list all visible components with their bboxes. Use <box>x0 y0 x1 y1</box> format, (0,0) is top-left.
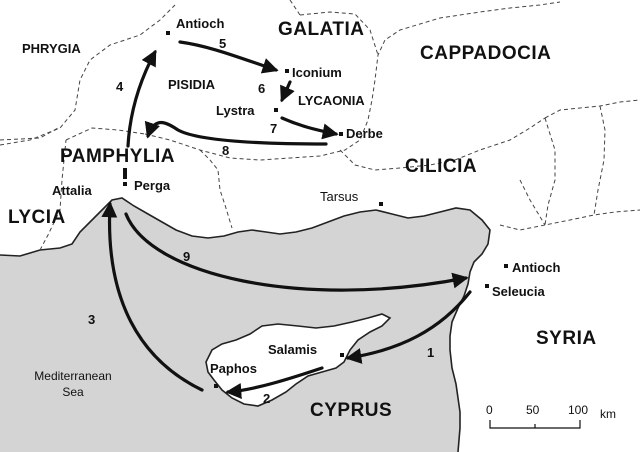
step-6: 6 <box>258 81 266 96</box>
province-borders <box>0 0 640 251</box>
journey-routes <box>101 40 472 399</box>
scale-unit: km <box>600 407 616 421</box>
city-antioch-pisidia: Antioch <box>176 16 225 31</box>
step-9: 9 <box>183 249 191 264</box>
tarsus-dot <box>379 202 383 206</box>
step-5: 5 <box>219 36 227 51</box>
paphos-dot <box>214 384 218 388</box>
route-5 <box>178 40 279 74</box>
city-lystra: Lystra <box>216 103 255 118</box>
city-salamis: Salamis <box>268 342 318 357</box>
route-2 <box>225 366 324 399</box>
step-3: 3 <box>88 312 96 327</box>
region-syria: SYRIA <box>536 328 597 349</box>
antioch-syria-dot <box>504 264 508 268</box>
derbe-dot <box>339 132 343 136</box>
route-8 <box>144 120 328 146</box>
scale-tick-0: 0 <box>486 403 493 417</box>
scale-tick-50: 50 <box>526 403 540 417</box>
city-tarsus: Tarsus <box>320 189 359 204</box>
region-phrygia: PHRYGIA <box>22 41 81 56</box>
step-7: 7 <box>270 121 278 136</box>
region-cilicia: CILICIA <box>405 156 478 177</box>
region-lycaonia: LYCAONIA <box>298 93 365 108</box>
region-pamphylia: PAMPHYLIA <box>60 146 175 167</box>
step-1: 1 <box>427 345 435 360</box>
attalia-dot <box>123 168 127 179</box>
route-9 <box>124 212 469 292</box>
region-lycia: LYCIA <box>8 207 66 228</box>
city-seleucia: Seleucia <box>492 284 545 299</box>
city-attalia: Attalia <box>52 183 92 198</box>
lystra-dot <box>274 108 278 112</box>
iconium-dot <box>285 69 289 73</box>
seleucia-dot <box>485 284 489 288</box>
step-2: 2 <box>263 391 271 406</box>
route-6 <box>280 80 295 103</box>
mediterranean-sea-area <box>0 198 490 452</box>
antioch-pisidia-dot <box>166 31 170 35</box>
sea-label-line2: Sea <box>62 385 84 399</box>
route-1 <box>345 290 472 364</box>
cyprus-island <box>205 313 392 407</box>
scale-bar <box>489 420 581 429</box>
region-pisidia: PISIDIA <box>168 77 215 92</box>
route-4 <box>126 49 157 148</box>
city-perga: Perga <box>134 178 171 193</box>
route-3 <box>101 201 204 392</box>
perga-dot <box>123 182 127 186</box>
coastline <box>0 197 491 452</box>
city-antioch-syria: Antioch <box>512 260 561 275</box>
region-galatia: GALATIA <box>278 19 365 40</box>
route-7 <box>280 116 339 140</box>
city-iconium: Iconium <box>292 65 342 80</box>
city-paphos: Paphos <box>210 361 257 376</box>
sea-label: Mediterranean Sea <box>18 368 128 400</box>
scale-tick-100: 100 <box>568 403 589 417</box>
salamis-dot <box>340 353 344 357</box>
city-derbe: Derbe <box>346 126 383 141</box>
step-8: 8 <box>222 143 230 158</box>
region-cappadocia: CAPPADOCIA <box>420 43 552 64</box>
city-markers <box>123 31 508 388</box>
step-4: 4 <box>116 79 124 94</box>
region-cyprus: CYPRUS <box>310 400 393 421</box>
sea-label-line1: Mediterranean <box>34 369 112 383</box>
